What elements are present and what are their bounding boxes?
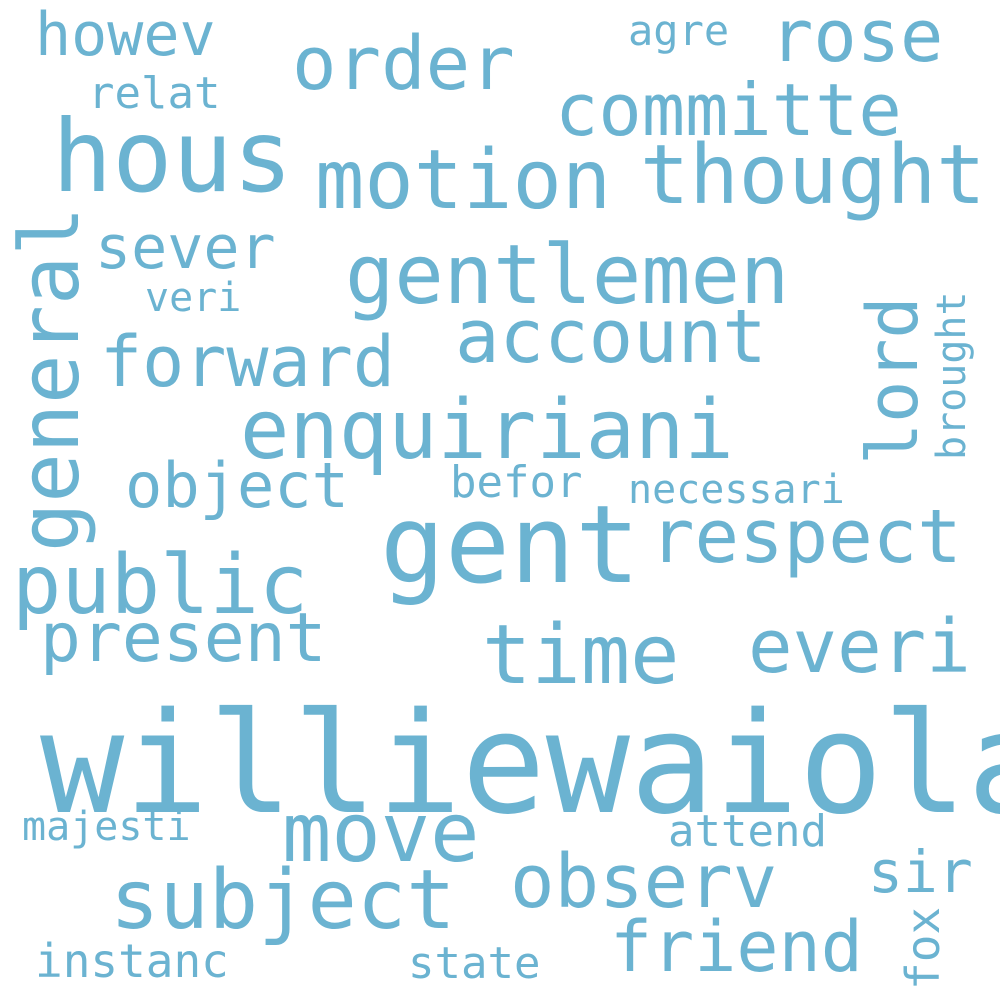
word-rose: rose bbox=[770, 0, 944, 78]
word-time: time bbox=[482, 608, 680, 703]
word-thought: thought bbox=[640, 128, 986, 223]
word-williewaiola: williewaiola bbox=[40, 683, 1000, 846]
word-gent: gent bbox=[380, 483, 641, 608]
word-subject: subject bbox=[110, 853, 456, 948]
word-respect: respect bbox=[650, 494, 962, 580]
word-present: present bbox=[40, 599, 327, 678]
word-sever: sever bbox=[95, 213, 276, 283]
word-move: move bbox=[282, 786, 480, 881]
word-necessari: necessari bbox=[628, 467, 845, 513]
word-sir: sir bbox=[868, 838, 973, 906]
word-majesti: majesti bbox=[22, 804, 191, 850]
word-befor: befor bbox=[450, 457, 583, 508]
word-account: account bbox=[455, 294, 767, 380]
word-lord: lord bbox=[852, 296, 934, 465]
word-agre: agre bbox=[628, 6, 730, 55]
word-public: public bbox=[12, 538, 309, 633]
word-everi: everi bbox=[748, 604, 971, 690]
word-enquiriani: enquiriani bbox=[240, 383, 734, 478]
word-gentlemen: gentlemen bbox=[345, 228, 790, 323]
word-committe: committe bbox=[555, 68, 902, 152]
word-veri: veri bbox=[145, 275, 242, 321]
word-instanc: instanc bbox=[35, 934, 229, 988]
word-howev: howev bbox=[35, 0, 216, 70]
word-general: general bbox=[3, 206, 98, 552]
word-order: order bbox=[292, 21, 515, 107]
word-hous: hous bbox=[52, 98, 293, 215]
word-brought: brought bbox=[929, 291, 975, 460]
word-attend: attend bbox=[668, 806, 827, 857]
word-fox: fox bbox=[896, 906, 950, 990]
word-motion: motion bbox=[315, 133, 612, 228]
word-object: object bbox=[125, 449, 349, 522]
word-observ: observ bbox=[510, 839, 778, 925]
word-forward: forward bbox=[100, 321, 396, 403]
word-state: state bbox=[408, 938, 541, 989]
word-relat: relat bbox=[88, 68, 221, 119]
word-friend: friend bbox=[610, 906, 863, 988]
